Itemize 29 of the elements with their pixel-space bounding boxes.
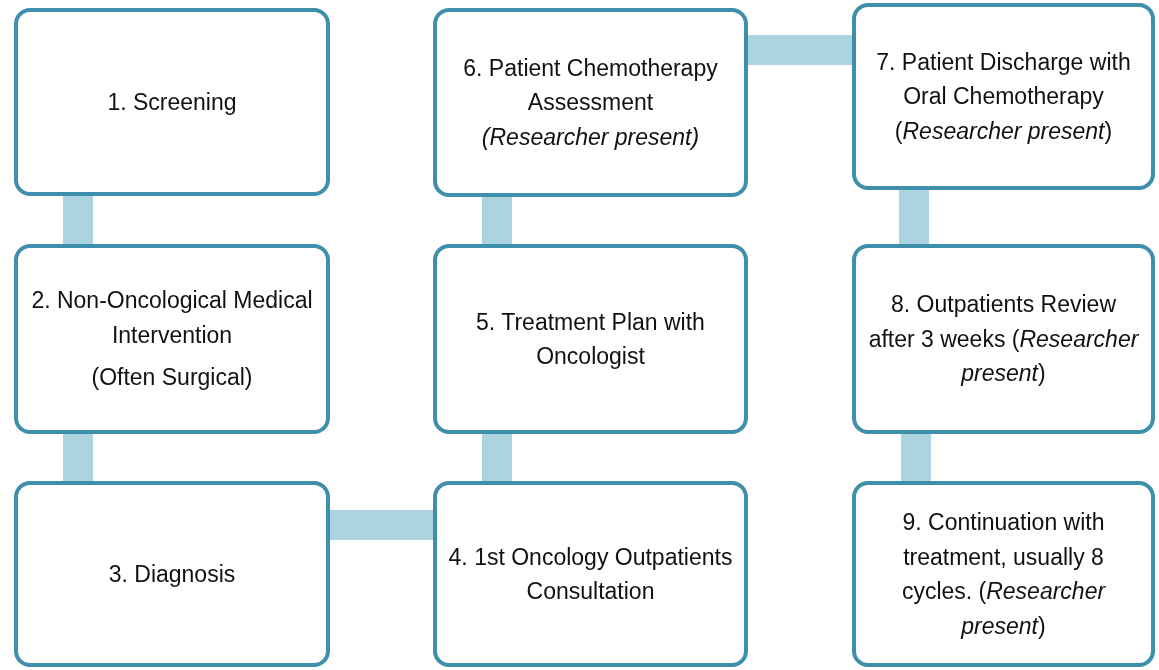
connector-bar bbox=[482, 197, 512, 244]
process-box bbox=[852, 3, 1155, 190]
process-box bbox=[14, 244, 330, 434]
process-box bbox=[852, 481, 1155, 667]
process-box bbox=[433, 8, 748, 197]
step-text: 3. Diagnosis bbox=[108, 559, 236, 589]
process-box bbox=[433, 481, 748, 667]
step-text: 2. Non-Oncological Medical Intervention bbox=[30, 286, 314, 350]
process-box bbox=[852, 244, 1155, 434]
process-box bbox=[14, 8, 330, 196]
process-box bbox=[433, 244, 748, 434]
process-box bbox=[14, 481, 330, 667]
step-text: (Researcher present) bbox=[894, 116, 1113, 146]
connector-bar bbox=[63, 434, 93, 481]
connector-bar bbox=[330, 510, 433, 540]
step-text: 4. 1st Oncology Outpatients Consultation bbox=[447, 542, 734, 606]
step-text: 9. Continuation with treatment, usually 8 cycles. (Researcher present) bbox=[900, 508, 1107, 641]
connector-bar bbox=[63, 196, 93, 244]
connector-bar bbox=[748, 35, 852, 65]
connector-bar bbox=[482, 434, 512, 481]
step-text: (Often Surgical) bbox=[91, 363, 253, 393]
connector-bar bbox=[899, 190, 929, 244]
step-text: 1. Screening bbox=[107, 87, 237, 117]
step-text: 7. Patient Discharge with Oral Chemotherapy bbox=[875, 47, 1132, 112]
connector-bar bbox=[901, 434, 931, 481]
step-text: 5. Treatment Plan with Oncologist bbox=[475, 307, 706, 371]
step-text: 8. Outpatients Review after 3 weeks (Researcher present) bbox=[867, 290, 1140, 389]
step-text: 6. Patient Chemotherapy Assessment bbox=[462, 53, 719, 118]
step-text: (Researcher present) bbox=[481, 122, 700, 152]
